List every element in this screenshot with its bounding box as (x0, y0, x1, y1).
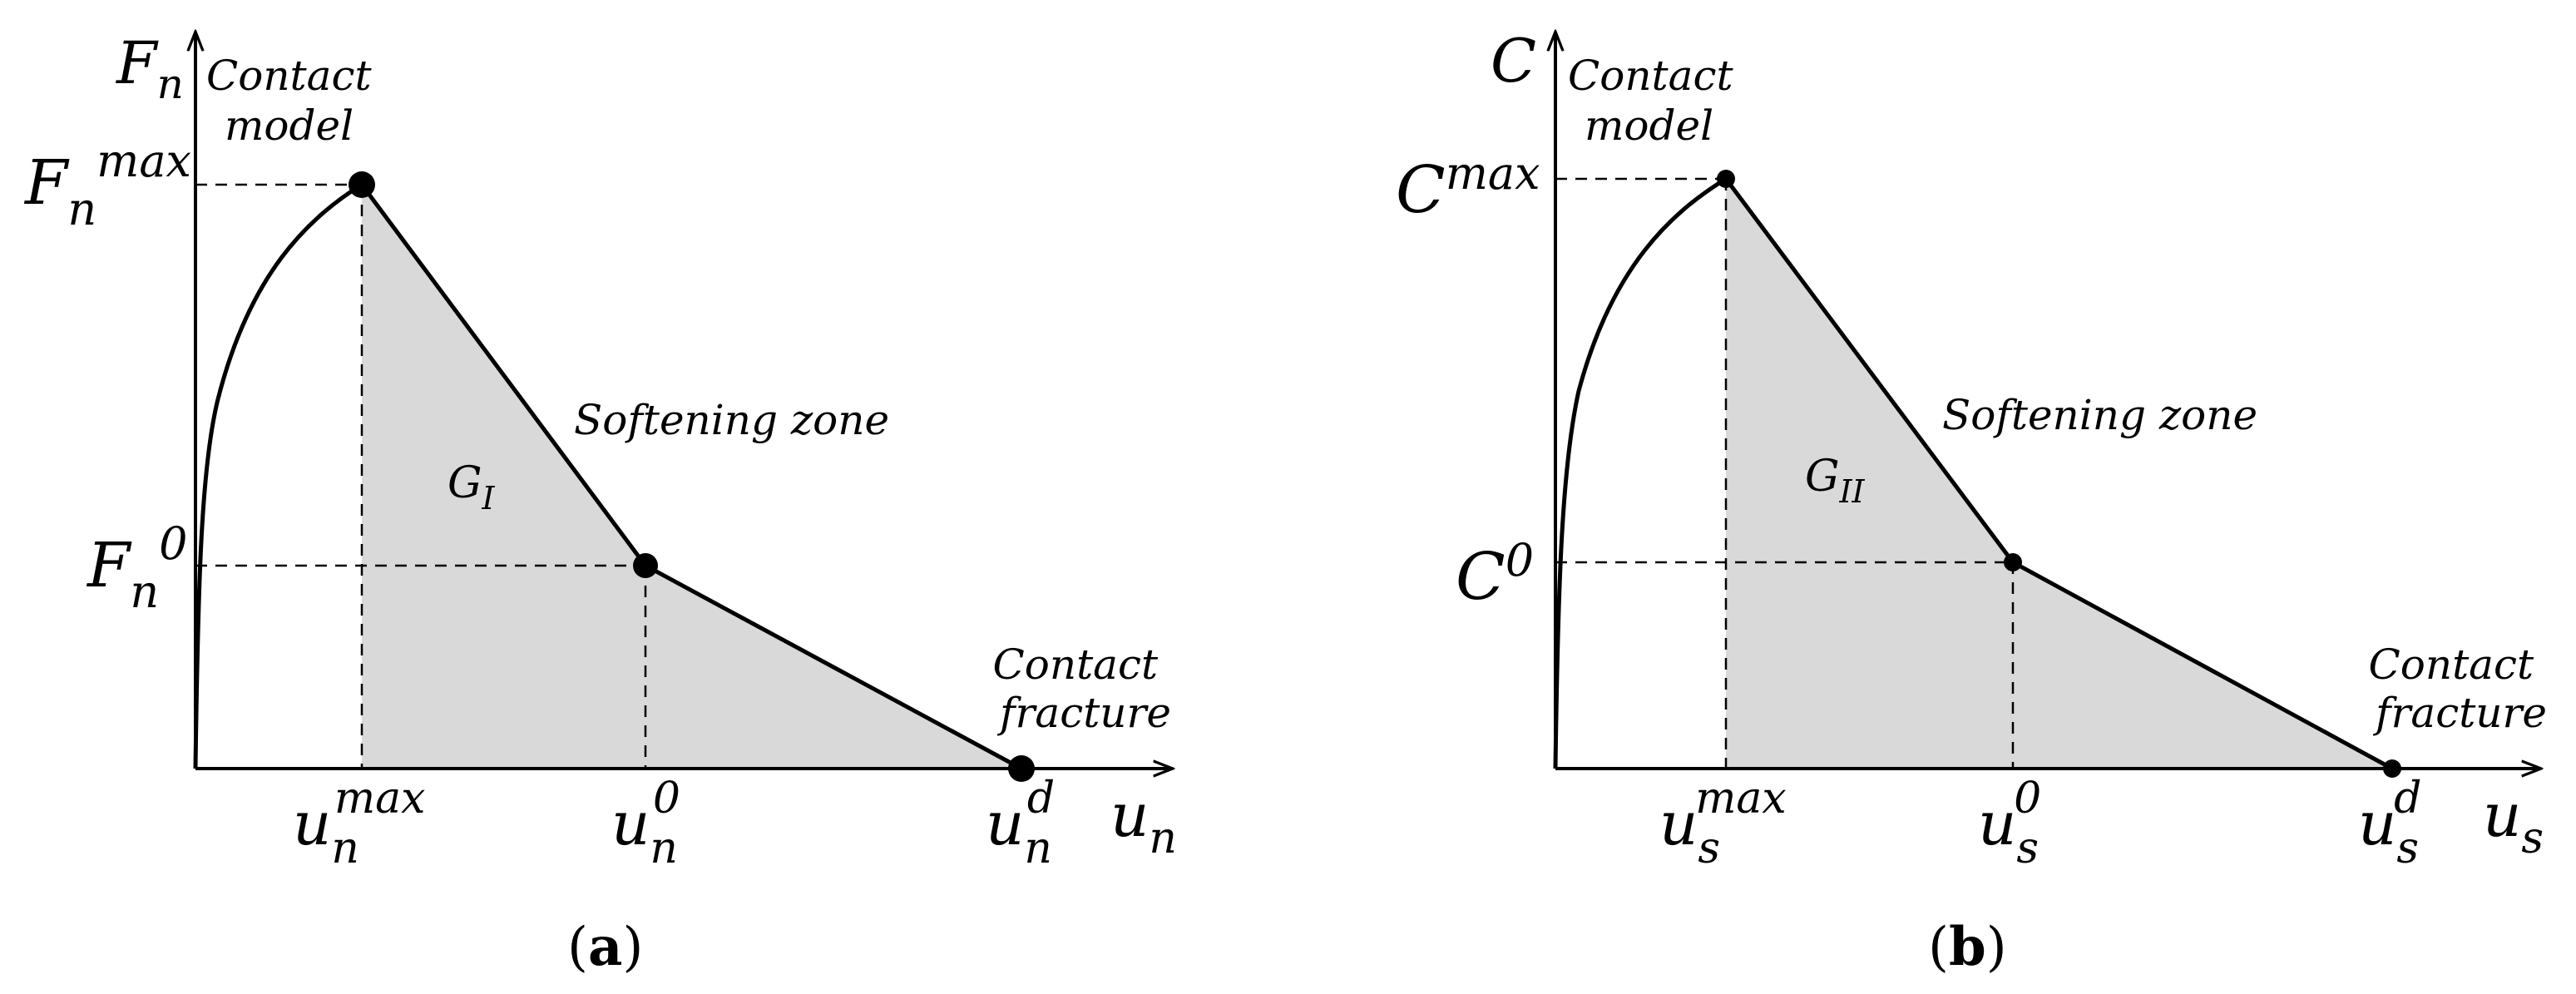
x-tick-umax: unmax (293, 774, 426, 873)
area-label-gii: GII (1805, 452, 1866, 510)
panel-b: C Cmax C0 usmax us0 usd us GII Contact (1396, 26, 2547, 978)
contact-fracture-label-a: Contact fracture (993, 640, 1171, 737)
fracture-energy-area-a (362, 185, 1021, 769)
panel-a: Fn Fnmax Fn0 unmax un0 und un GI Contact (23, 29, 1177, 978)
knee-point-a (633, 553, 658, 578)
knee-point-b (2004, 553, 2022, 571)
y-tick-cmax: Cmax (1396, 147, 1540, 228)
peak-point-a (349, 171, 375, 198)
x-tick-usd: usd (2358, 774, 2421, 873)
y-axis-symbol-b: C (1491, 26, 1536, 96)
fracture-point-b (2383, 759, 2401, 778)
x-tick-ud: und (986, 774, 1055, 873)
fracture-point-a (1008, 755, 1035, 782)
contact-model-curve-b (1553, 176, 1728, 769)
softening-zone-label-a: Softening zone (574, 396, 889, 444)
peak-point-b (1717, 170, 1735, 188)
x-axis-symbol-a: un (1110, 780, 1177, 863)
caption-b: (b) (1928, 916, 2007, 978)
x-axis-symbol-b: us (2483, 780, 2544, 863)
x-tick-u0: un0 (611, 774, 680, 873)
softening-zone-label-b: Softening zone (1942, 391, 2257, 439)
x-tick-usmax: usmax (1659, 774, 1787, 873)
contact-fracture-label-b: Contact fracture (2369, 640, 2547, 737)
contact-model-label-b: Contact model (1568, 52, 1746, 150)
y-tick-c0: C0 (1456, 534, 1534, 615)
caption-a: (a) (567, 916, 643, 978)
contact-model-curve-a (193, 182, 363, 769)
y-tick-f0: Fn0 (86, 517, 188, 618)
fracture-energy-area-b (1726, 179, 2392, 769)
area-label-gi: GI (447, 458, 496, 517)
y-axis-symbol-a: Fn (115, 29, 184, 108)
y-tick-fmax: Fnmax (23, 135, 191, 235)
contact-model-label-a: Contact model (206, 52, 384, 150)
x-tick-us0: us0 (1978, 774, 2041, 873)
